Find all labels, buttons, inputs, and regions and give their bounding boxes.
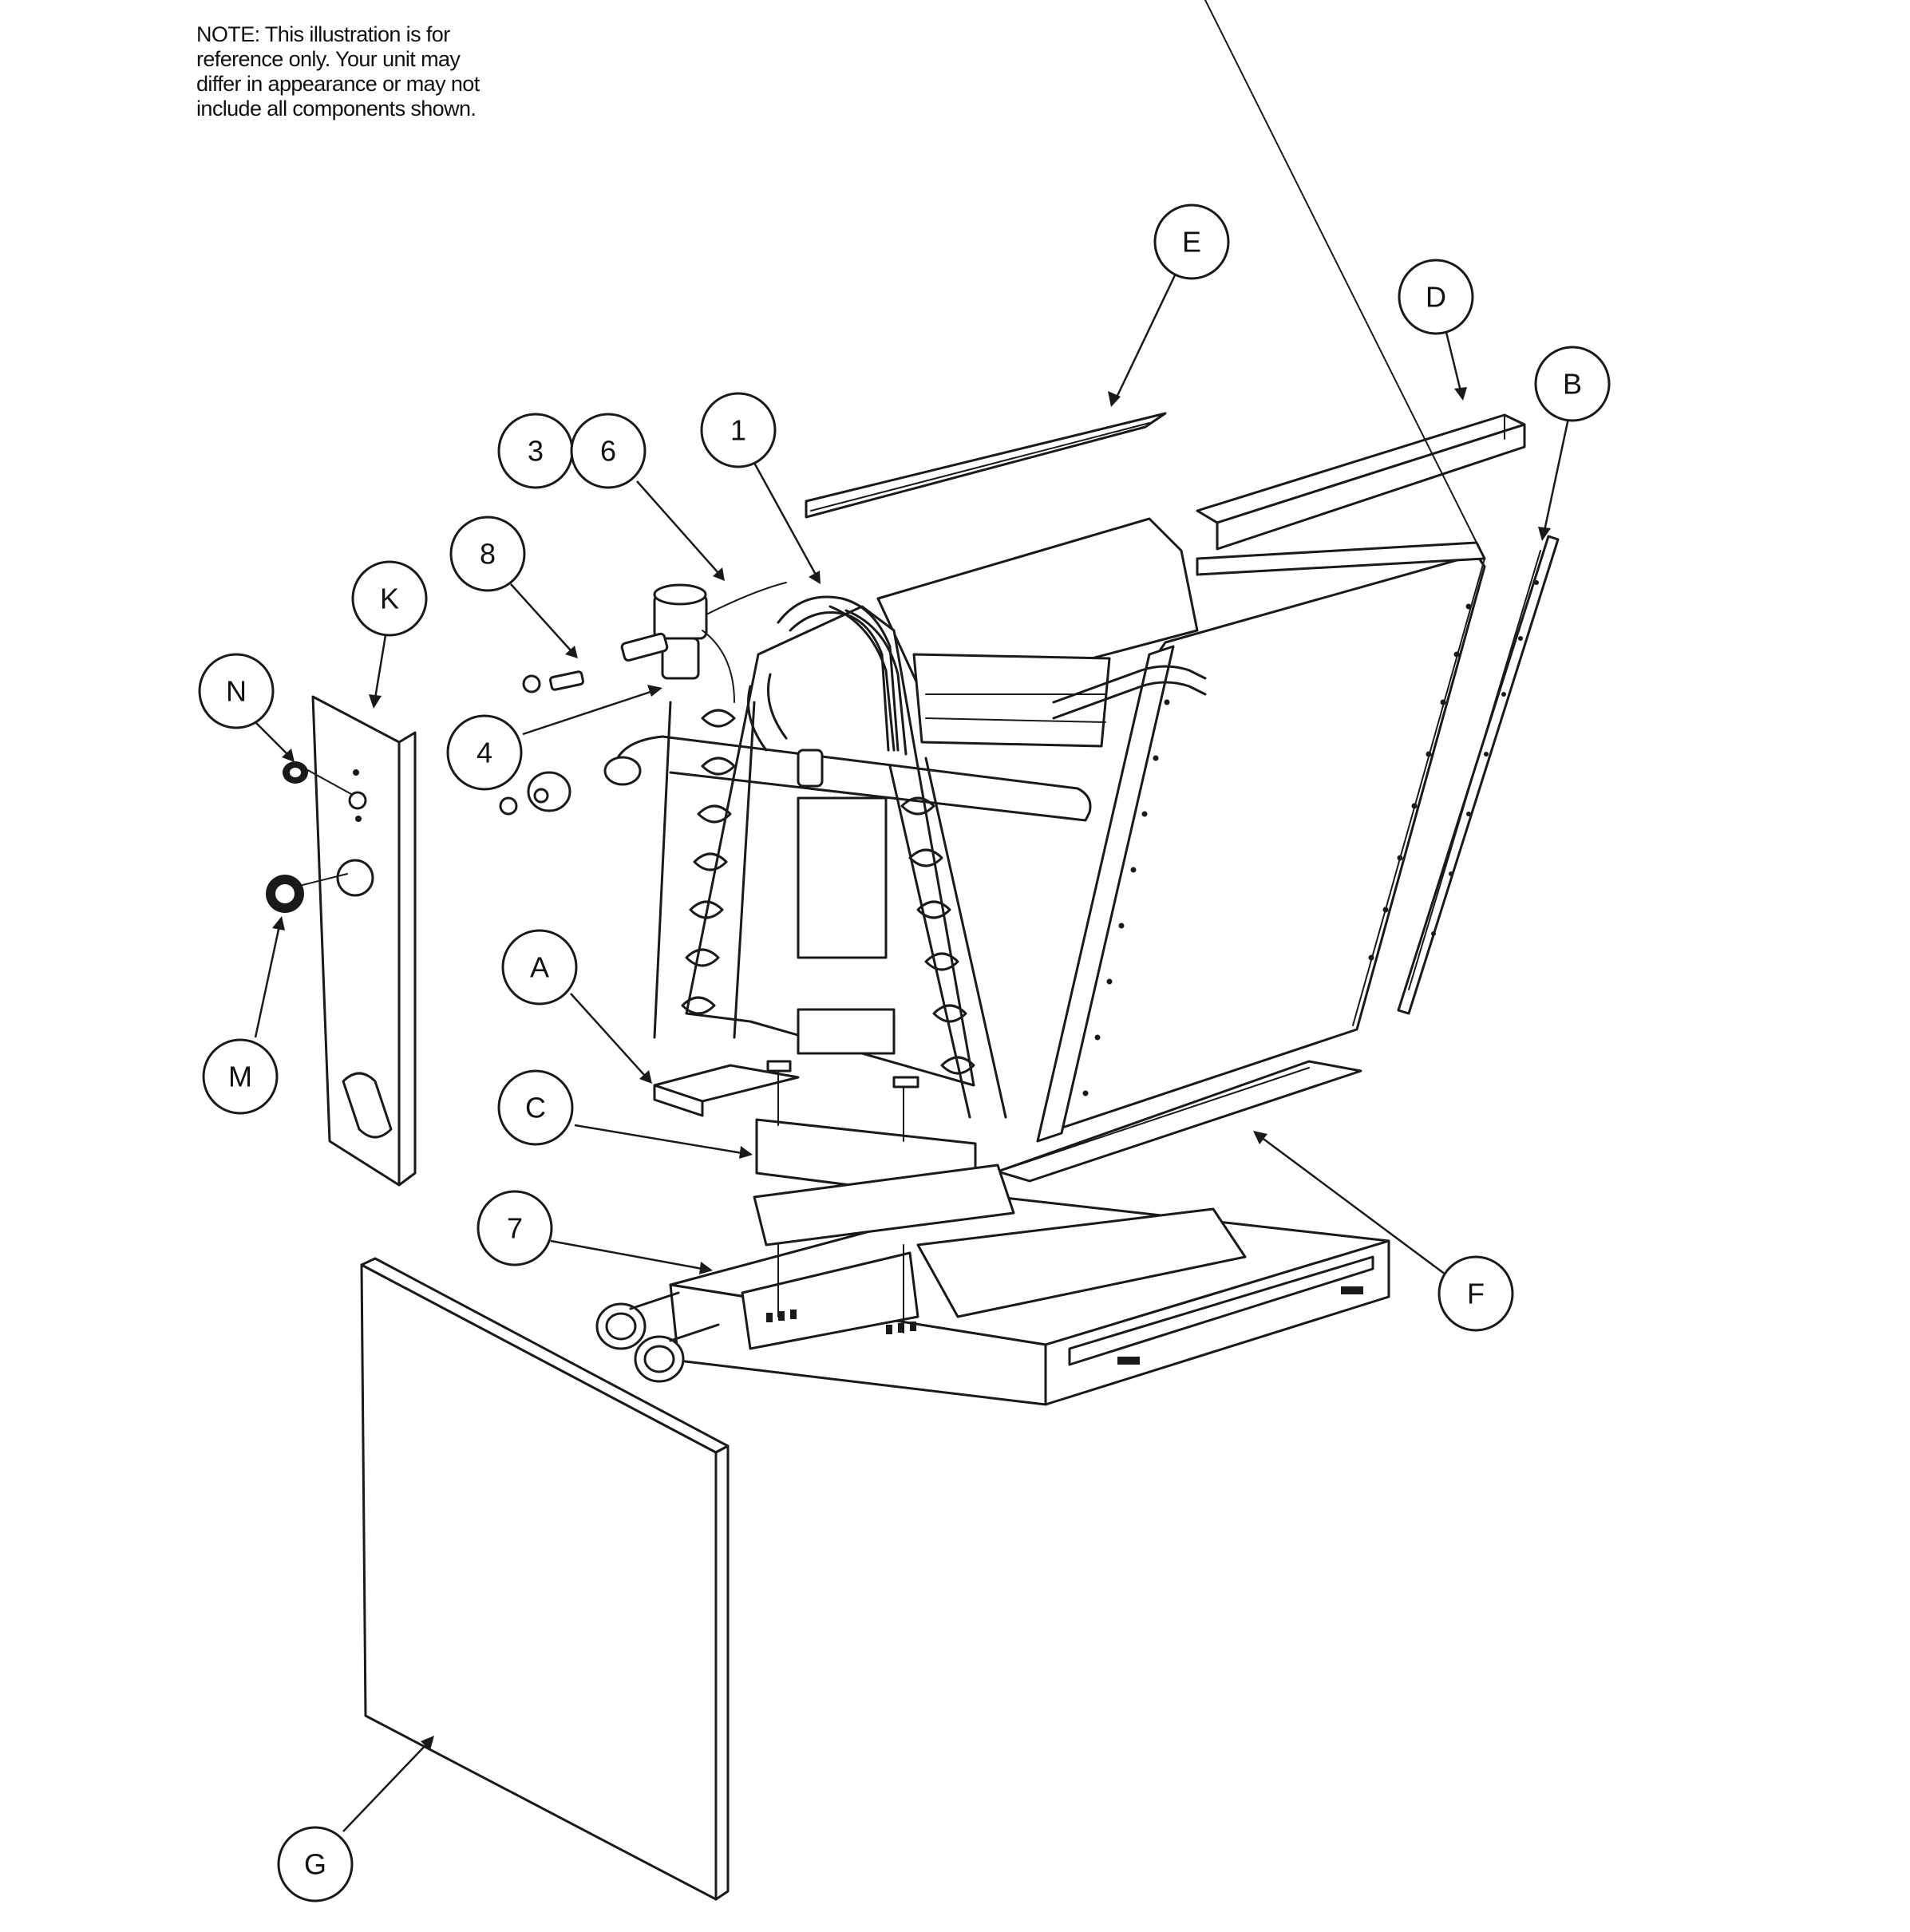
callout-4: 4 <box>446 714 523 791</box>
note-line-2: reference only. Your unit may <box>196 47 461 71</box>
callout-k-label: K <box>380 583 399 615</box>
callout-d: D <box>1398 259 1474 335</box>
callout-6: 6 <box>570 413 647 489</box>
callout-b-label: B <box>1563 368 1582 401</box>
callout-n-label: N <box>226 675 247 708</box>
callout-f: F <box>1437 1255 1514 1332</box>
callout-b: B <box>1534 346 1611 422</box>
part-7-drain-pan <box>595 1164 1390 1406</box>
callout-d-label: D <box>1426 281 1446 314</box>
callout-4-label: 4 <box>477 737 492 769</box>
callout-c-label: C <box>525 1092 546 1124</box>
callout-f-label: F <box>1467 1278 1485 1310</box>
callout-k: K <box>351 560 428 637</box>
callout-3: 3 <box>497 413 574 489</box>
callout-a-label: A <box>530 951 549 984</box>
part-8-fitting <box>522 632 669 693</box>
note-line-3: differ in appearance or may not <box>196 72 480 96</box>
part-4-fittings <box>499 771 571 816</box>
callout-3-label: 3 <box>528 435 544 468</box>
expansion-valve <box>653 582 787 703</box>
callout-1: 1 <box>700 392 777 468</box>
callout-8: 8 <box>449 516 526 592</box>
callout-8-label: 8 <box>480 538 496 571</box>
part-e-top-plate <box>805 412 1167 519</box>
callout-6-label: 6 <box>600 435 616 468</box>
top-crossbar <box>1052 665 1207 720</box>
callout-a: A <box>501 929 578 1006</box>
callout-e: E <box>1153 203 1230 280</box>
callout-7-label: 7 <box>507 1212 523 1245</box>
distributor-tubes <box>747 595 908 756</box>
part-m-grommet <box>266 873 348 913</box>
callout-m: M <box>202 1038 279 1115</box>
part-b-side-strip <box>1397 535 1560 1015</box>
leader-lines <box>254 275 1572 1832</box>
callout-7: 7 <box>477 1190 553 1266</box>
coil-hairpin-bundle-left <box>653 701 756 1039</box>
note-line-4: include all components shown. <box>196 97 477 121</box>
coil-hairpin-bundle-right <box>888 757 1007 1119</box>
reference-note: NOTE: This illustration is for reference… <box>196 22 579 121</box>
part-k-access-panel <box>311 695 417 1187</box>
callout-g-label: G <box>304 1848 326 1881</box>
callout-g: G <box>277 1826 354 1902</box>
coil-right-slab <box>1036 0 1486 1143</box>
part-a-bracket <box>653 1064 800 1117</box>
note-line-1: NOTE: This illustration is for <box>196 22 450 46</box>
callout-n: N <box>198 653 275 729</box>
callout-1-label: 1 <box>730 414 746 447</box>
part-f-edge-strip <box>996 1060 1362 1183</box>
callout-m-label: M <box>228 1061 252 1093</box>
callout-e-label: E <box>1182 226 1201 259</box>
suction-line <box>603 735 1092 822</box>
part-d-top-rail <box>1196 413 1526 551</box>
callout-c: C <box>497 1069 574 1146</box>
part-n-grommet <box>283 761 352 795</box>
part-g-front-panel <box>360 1257 730 1901</box>
